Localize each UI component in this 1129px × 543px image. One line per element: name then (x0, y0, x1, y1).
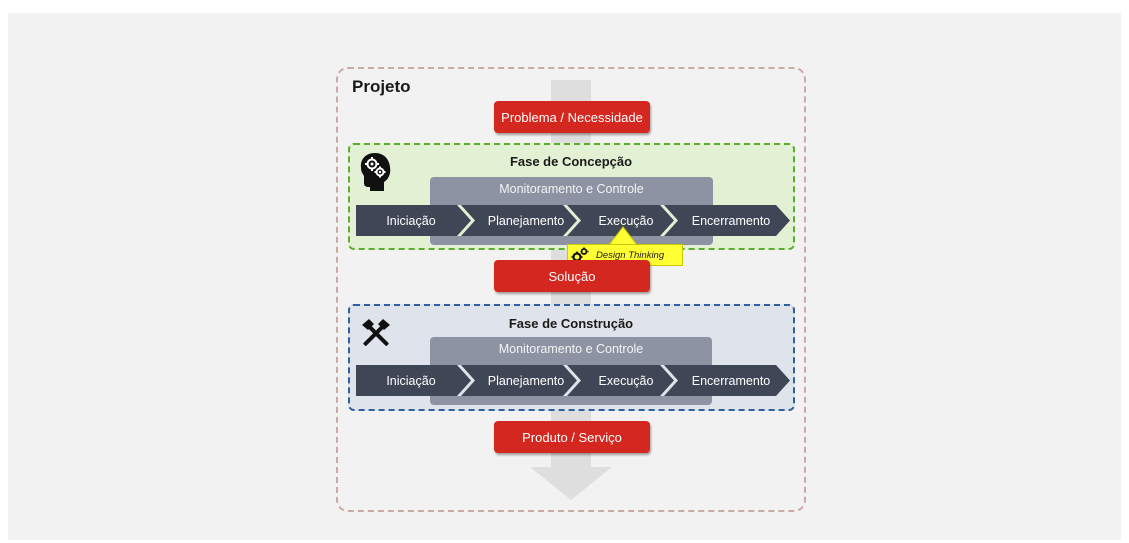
construction-step-iniciacao: Iniciação (386, 373, 436, 388)
concept-steps-chevrons (356, 205, 790, 236)
head-gears-icon (360, 153, 391, 191)
construction-step-planejamento: Planejamento (487, 373, 565, 388)
concept-phase-title: Fase de Concepção (509, 154, 633, 169)
callout-pointer (607, 226, 639, 246)
construction-monitoring-bar: Monitoramento e Controle (430, 337, 712, 365)
construction-step-encerramento: Encerramento (691, 373, 771, 388)
project-frame (336, 67, 806, 512)
construction-steps-chevrons (356, 365, 790, 396)
concept-monitoring-bar: Monitoramento e Controle (430, 177, 713, 205)
problem-box: Problema / Necessidade (494, 101, 650, 133)
concept-step-encerramento: Encerramento (691, 213, 771, 228)
construction-monitoring-bar-bottom (430, 396, 712, 405)
concept-step-execucao: Execução (598, 213, 654, 228)
concept-step-iniciacao: Iniciação (386, 213, 436, 228)
product-box: Produto / Serviço (494, 421, 650, 453)
concept-monitoring-bar-bottom (430, 236, 713, 245)
construction-phase-title: Fase de Construção (508, 316, 634, 331)
project-title: Projeto (352, 77, 411, 96)
design-thinking-label: Design Thinking (596, 249, 665, 261)
concept-step-planejamento: Planejamento (487, 213, 565, 228)
solution-box: Solução (494, 260, 650, 292)
hammers-icon (362, 319, 390, 346)
construction-step-execucao: Execução (598, 373, 654, 388)
